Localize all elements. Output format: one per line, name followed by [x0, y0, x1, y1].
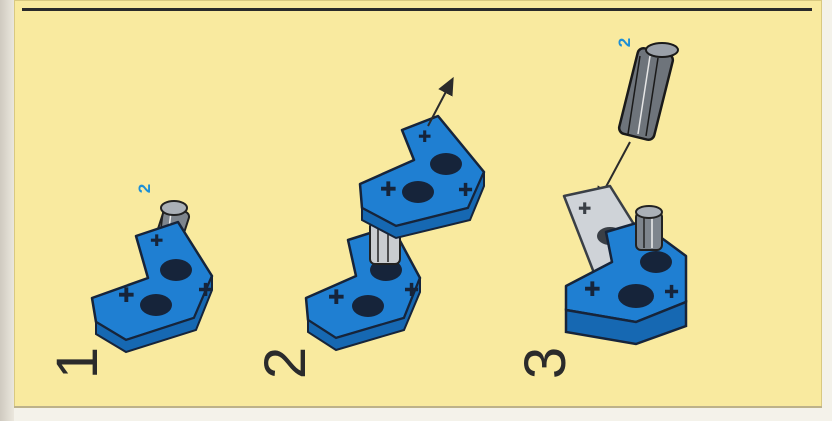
- step-2-upper-beam-icon: ✚ ✚ ✚: [360, 116, 484, 238]
- svg-text:✚: ✚: [118, 283, 135, 307]
- svg-text:✚: ✚: [664, 282, 679, 303]
- svg-text:✚: ✚: [198, 280, 213, 301]
- svg-text:✚: ✚: [328, 285, 345, 309]
- svg-text:✚: ✚: [150, 231, 163, 250]
- step-2-number: 2: [257, 347, 315, 379]
- step-1-beam-icon: ✚ ✚ ✚: [92, 222, 213, 352]
- step-2-illustration: ✚ ✚ ✚ ✚ ✚: [306, 84, 484, 350]
- step-1-number: 1: [49, 347, 107, 379]
- svg-text:✚: ✚: [578, 199, 591, 218]
- svg-text:✚: ✚: [404, 280, 419, 301]
- step-3-illustration: ✚ ✚ ✚: [564, 43, 686, 344]
- svg-text:✚: ✚: [458, 180, 473, 201]
- step-1-illustration: ✚ ✚ ✚: [92, 201, 213, 352]
- step-3-number: 3: [517, 347, 575, 379]
- step-3-short-peg-icon: [636, 206, 662, 250]
- svg-text:✚: ✚: [380, 177, 397, 201]
- step-1-quantity-label: 2: [136, 184, 153, 193]
- svg-text:✚: ✚: [418, 127, 431, 146]
- svg-text:✚: ✚: [584, 277, 601, 301]
- step-2-lower-beam-icon: ✚ ✚: [306, 226, 420, 350]
- step-3-quantity-label: 2: [616, 38, 633, 47]
- step-3-long-peg-icon: [618, 43, 678, 141]
